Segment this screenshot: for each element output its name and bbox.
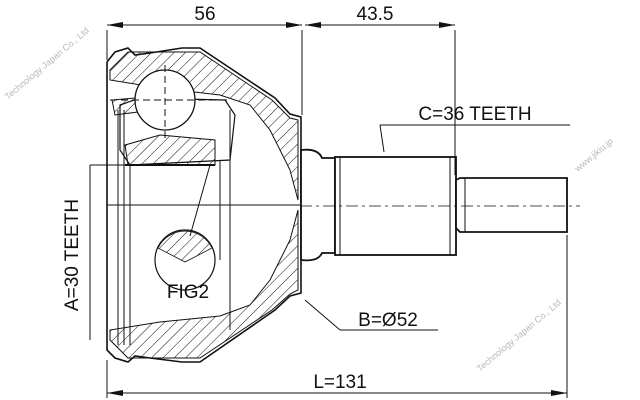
inner-spline-label: A=30 TEETH	[62, 199, 83, 311]
output-shaft	[300, 148, 580, 262]
dim-43-5-label: 43.5	[357, 4, 394, 25]
watermark-tagline: Technology Japan Co., Ltd	[3, 25, 91, 101]
dim-56-label: 56	[194, 4, 215, 25]
outer-spline-label: C=36 TEETH	[418, 104, 531, 125]
watermark-tagline-2: Technology Japan Co., Ltd	[475, 297, 563, 373]
total-length-label: L=131	[313, 372, 366, 393]
seal-diameter-label: B=Ø52	[358, 310, 418, 331]
outer-housing	[106, 47, 302, 363]
fig2-label: FIG2	[167, 282, 209, 303]
watermark-site: www.jikiu.jp	[572, 136, 615, 174]
dimension-lines	[89, 22, 570, 398]
